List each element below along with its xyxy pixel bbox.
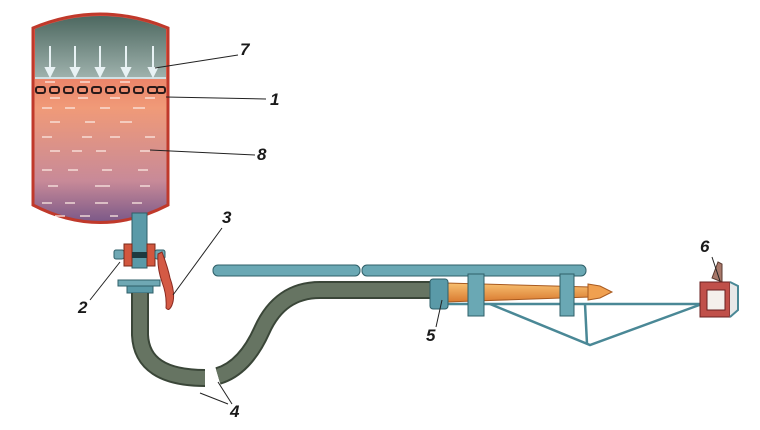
valve [113, 212, 175, 310]
clamp-front [467, 273, 485, 317]
hose [131, 281, 432, 387]
pressure-arrows [44, 46, 159, 79]
label-8: 8 [257, 145, 267, 164]
coupling [429, 278, 449, 310]
leader-lines [89, 54, 721, 405]
label-3: 3 [222, 208, 232, 227]
label-1: 1 [270, 90, 280, 109]
barrel-tube [212, 264, 587, 277]
label-6: 6 [700, 237, 710, 256]
label-2: 2 [78, 298, 88, 317]
frame [445, 302, 705, 347]
perforated-diaphragm [35, 86, 166, 94]
label-4: 4 [230, 402, 240, 421]
igniter-box [699, 261, 739, 318]
fuel-tank [31, 12, 170, 224]
label-5: 5 [426, 326, 436, 345]
liquid-dashes [42, 81, 155, 217]
clamp-rear [559, 273, 575, 317]
label-7: 7 [240, 40, 250, 59]
valve-lever [157, 251, 175, 310]
